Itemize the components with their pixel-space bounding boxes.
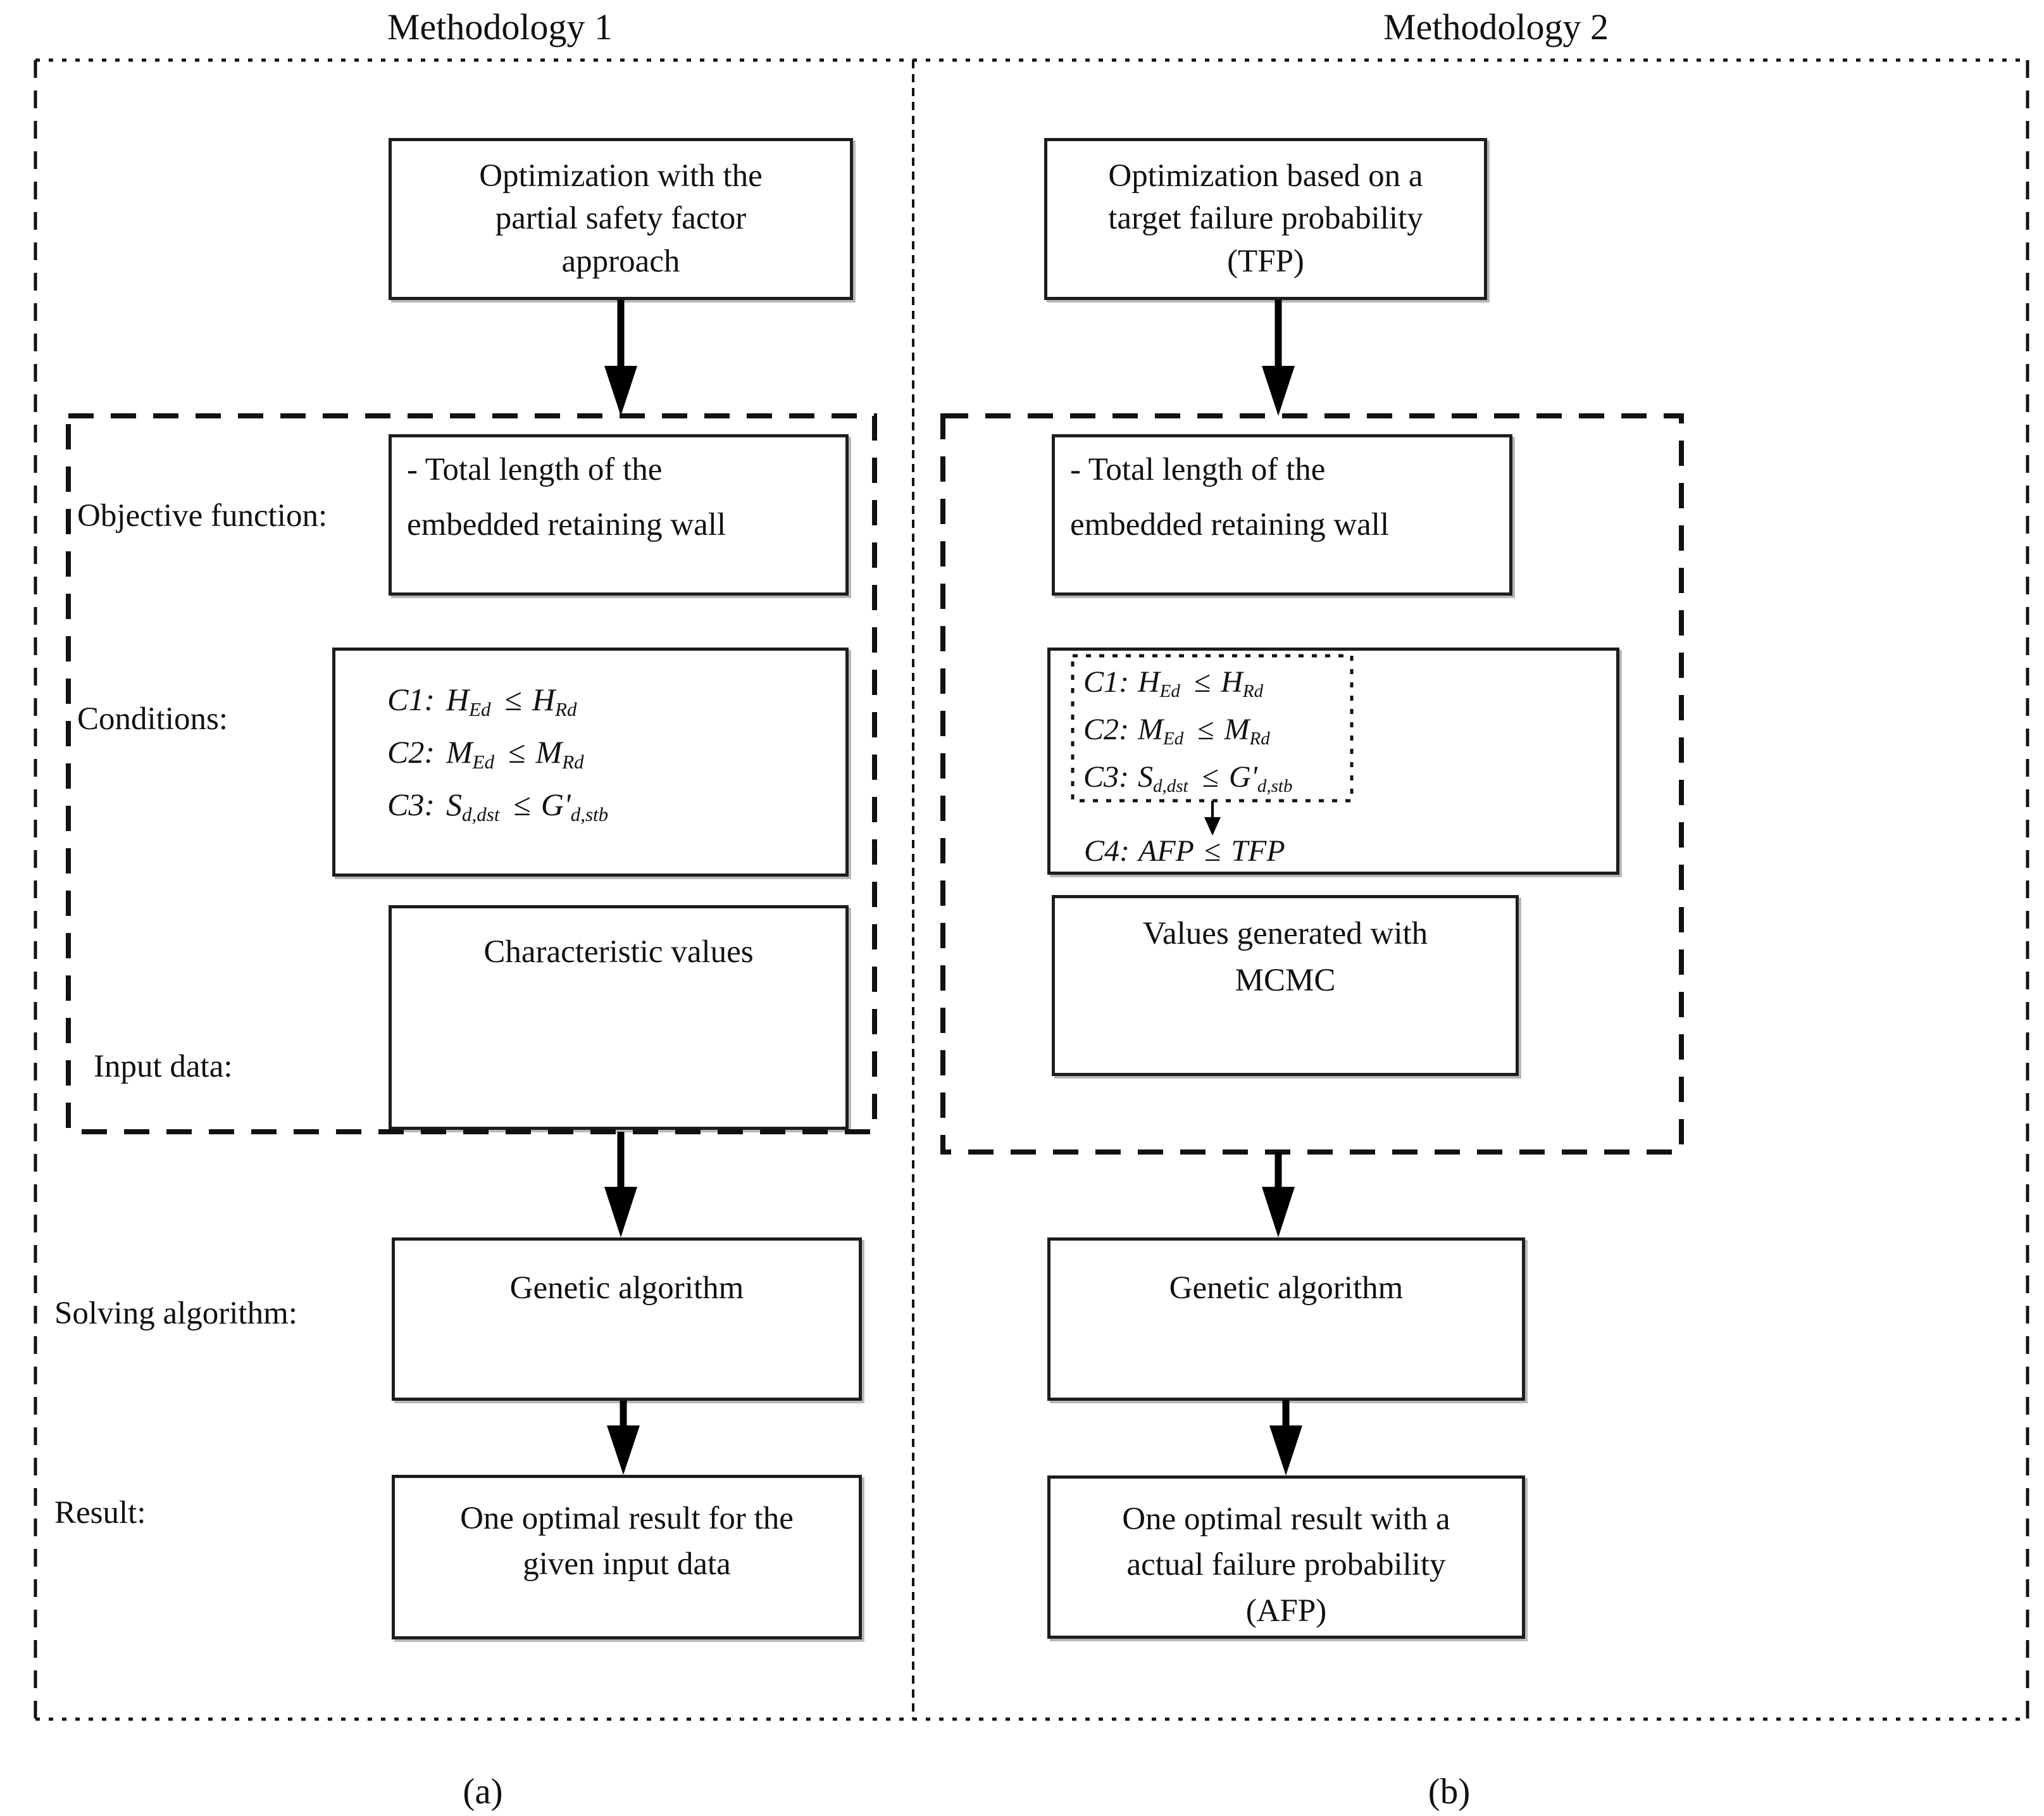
objective-function-box-a: - Total length of the embedded retaining… [389,434,849,596]
condition-rhs: M [535,734,563,770]
flow-arrow-bottom-a [607,1401,640,1475]
condition-rhs-sub: Rd [1249,729,1270,749]
leq-operator: ≤ [1197,713,1214,746]
psf-optimization-box: Optimization with the partial safety fac… [389,138,853,300]
condition-rhs: TFP [1231,834,1285,868]
tfp-optimization-box: Optimization based on a target failure p… [1044,138,1487,300]
condition-line-c1-b: C1: H Ed ≤ H Rd [1083,658,1267,706]
condition-id: C3: [1083,760,1129,794]
conditions-label-a: Conditions: [77,701,228,737]
condition-rhs: M [1224,713,1250,746]
condition-rhs: H [532,682,556,717]
condition-lhs-sub: Ed [472,751,495,773]
condition-rhs-sub: Rd [562,751,584,773]
condition-line-c4-b: C4: AFP ≤ TFP [1084,828,1285,874]
input-data-box-a: Characteristic values [389,905,849,1130]
condition-line-c3-b: C3: S d,dst ≤ G' d,stb [1083,753,1296,801]
condition-id: C2: [1083,713,1129,746]
methodology-1-title: Methodology 1 [387,6,613,47]
condition-line-c1-a: C1: H Ed ≤ H Rd [387,674,581,725]
flow-arrow-mid-a [604,1132,637,1237]
condition-lhs-sub: Ed [1159,681,1180,701]
condition-id: C4: [1084,834,1130,868]
condition-rhs-sub: Rd [555,698,577,720]
leq-operator: ≤ [1204,834,1221,868]
condition-rhs-sub: d,stb [1257,776,1293,796]
flow-arrow-bottom-b [1269,1400,1302,1475]
condition-line-c2-b: C2: M Ed ≤ M Rd [1083,706,1274,753]
caption-b: (b) [1428,1772,1471,1812]
leq-operator: ≤ [1202,760,1219,794]
condition-line-c3-a: C3: S d,dst ≤ G' d,stb [387,779,612,830]
condition-lhs-sub: Ed [469,698,491,720]
condition-lhs-sub: d,dst [462,803,500,825]
condition-lhs: H [1138,665,1160,699]
flow-arrow-mid-b [1262,1152,1295,1237]
result-label-a: Result: [54,1495,146,1531]
condition-lhs: S [446,787,462,822]
objective-function-label-a: Objective function: [77,498,328,534]
solving-algorithm-box-a: Genetic algorithm [392,1237,862,1401]
condition-id: C1: [387,682,435,717]
objective-function-box-b: - Total length of the embedded retaining… [1052,434,1512,596]
condition-rhs-sub: Rd [1242,681,1264,701]
condition-lhs: M [1138,713,1163,746]
condition-rhs: H [1221,665,1243,699]
condition-id: C1: [1083,665,1129,699]
condition-id: C2: [387,734,435,770]
condition-lhs-sub: Ed [1162,729,1184,749]
result-box-a: One optimal result for the given input d… [392,1475,862,1639]
condition-lhs: AFP [1138,834,1194,868]
caption-a: (a) [463,1772,503,1812]
input-data-label-a: Input data: [94,1049,233,1084]
condition-lhs-sub: d,dst [1153,776,1188,796]
condition-id: C3: [387,787,435,822]
methodology-2-title: Methodology 2 [1383,6,1609,47]
mcmc-values-box: Values generated with MCMC [1052,895,1519,1076]
leq-operator: ≤ [1193,665,1211,699]
condition-rhs-sub: d,stb [570,803,609,825]
flow-arrow-top-a [604,300,637,416]
condition-rhs: G' [1228,760,1257,794]
solving-algorithm-box-b: Genetic algorithm [1047,1237,1525,1401]
leq-operator: ≤ [513,787,531,822]
condition-lhs: S [1138,760,1153,794]
condition-line-c2-a: C2: M Ed ≤ M Rd [387,727,588,777]
solving-algorithm-label-a: Solving algorithm: [54,1296,297,1331]
condition-lhs: H [446,682,470,717]
flow-arrow-top-b [1262,300,1295,416]
leq-operator: ≤ [504,682,522,717]
result-box-b: One optimal result with a actual failure… [1047,1475,1525,1639]
condition-lhs: M [446,734,473,770]
condition-rhs: G' [540,787,571,822]
leq-operator: ≤ [508,734,526,770]
